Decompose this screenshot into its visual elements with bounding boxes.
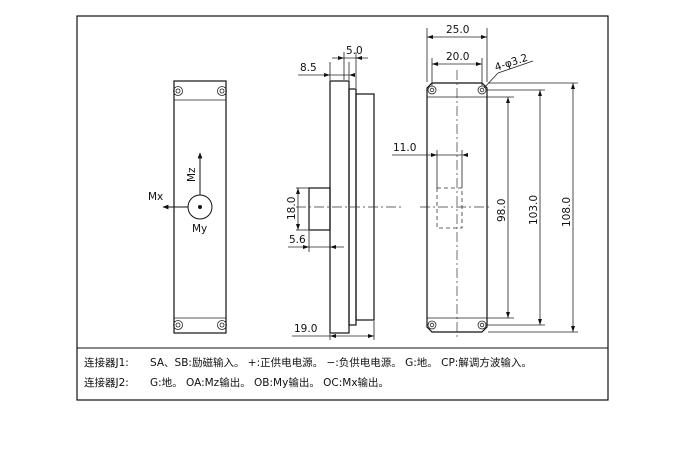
front-view-outline <box>426 82 488 333</box>
drawing-frame <box>76 15 609 401</box>
side-view-connector <box>308 187 331 231</box>
mounting-hole-bottom-right <box>217 320 227 330</box>
front-hole-top-left <box>427 85 437 95</box>
mounting-hole-bottom-left <box>173 320 183 330</box>
mounting-hole-top-right <box>217 86 227 96</box>
dim-108-0: 108.0 <box>561 197 573 227</box>
front-hole-bottom-left <box>427 320 437 330</box>
side-view: 8.5 5.0 18.0 5.6 19.0 <box>286 45 404 340</box>
sensor-axis-dot <box>198 205 202 209</box>
my-label: My <box>192 223 207 235</box>
j1-text: SA、SB:励磁输入。 +:正供电电源。 −:负供电电源。 G:地。 CP:解调… <box>150 356 532 369</box>
hole-callout: 4-φ3.2 <box>493 52 529 74</box>
connector-notes: 连接器J1: SA、SB:励磁输入。 +:正供电电源。 −:负供电电源。 G:地… <box>84 356 532 389</box>
dim-25-0: 25.0 <box>446 24 469 36</box>
mz-label: Mz <box>186 167 198 182</box>
j2-text: G:地。 OA:Mz输出。 OB:My输出。 OC:Mx输出。 <box>150 376 389 389</box>
mounting-hole-top-left <box>173 86 183 96</box>
front-hidden-connector <box>436 187 463 229</box>
front-view: 25.0 20.0 4-φ3.2 11.0 98.0 103.0 <box>392 24 578 340</box>
dim-18-0: 18.0 <box>286 197 298 220</box>
j1-label: 连接器J1: <box>84 356 129 369</box>
mx-label: Mx <box>148 191 163 203</box>
dim-20-0: 20.0 <box>446 51 469 63</box>
dim-5-0: 5.0 <box>346 45 363 57</box>
dim-98-0: 98.0 <box>496 199 508 222</box>
dim-103-0: 103.0 <box>528 195 540 225</box>
dim-11-0: 11.0 <box>393 142 416 154</box>
left-view: Mx My Mz <box>148 80 227 334</box>
front-hole-bottom-right <box>477 320 487 330</box>
dim-19-0: 19.0 <box>294 323 317 335</box>
j2-label: 连接器J2: <box>84 376 129 389</box>
dim-5-6: 5.6 <box>289 234 306 246</box>
dim-8-5: 8.5 <box>300 62 317 74</box>
